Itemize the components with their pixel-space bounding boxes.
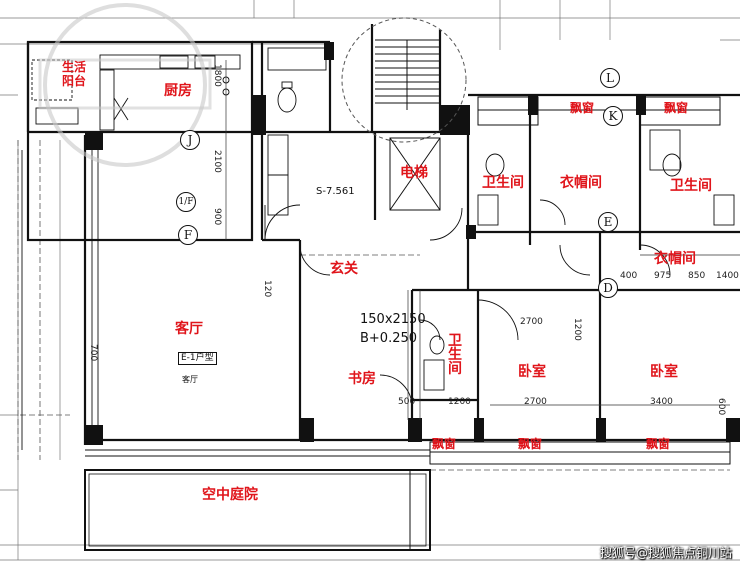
- dim-1400: 1400: [716, 271, 739, 281]
- dim-400: 400: [620, 271, 638, 281]
- dim-120: 120: [262, 280, 272, 298]
- garden-enclosure: [84, 449, 431, 551]
- room-label-bay-window-top-2: 飘窗: [664, 101, 689, 115]
- room-label-foyer: 玄关: [330, 261, 358, 277]
- structural-columns: [85, 42, 740, 445]
- door-swings: [264, 199, 671, 408]
- level-study: B+0.250: [360, 331, 418, 346]
- dimension-lines: [225, 60, 740, 420]
- room-label-bay-window-bottom-1: 飘窗: [432, 437, 457, 451]
- unit-code: E-1户型: [178, 352, 217, 365]
- grid-bubble-1f: 1/F: [176, 192, 196, 212]
- room-label-bay-window-bottom-3: 飘窗: [646, 437, 671, 451]
- dim-700: 700: [88, 344, 98, 362]
- room-label-bay-window-top-1: 飘窗: [570, 101, 595, 115]
- room-label-bay-window-bottom-2: 飘窗: [518, 437, 543, 451]
- room-label-bedroom-1: 卧室: [518, 364, 546, 380]
- living-small-label: 客厅: [182, 375, 198, 384]
- room-label-study: 书房: [348, 371, 376, 387]
- dim-1200-b: 1200: [448, 397, 471, 407]
- window-size-study: 150x2150: [360, 312, 426, 327]
- dim-850: 850: [688, 271, 706, 281]
- dim-900: 900: [212, 208, 222, 226]
- grid-bubble-e: E: [598, 212, 618, 232]
- room-label-elevator: 电梯: [400, 165, 428, 181]
- room-label-bathroom-2: 卫生间: [670, 178, 712, 194]
- room-label-bathroom-3: 卫生间: [448, 333, 462, 377]
- room-label-sky-garden: 空中庭院: [202, 487, 258, 503]
- room-label-bedroom-2: 卧室: [650, 364, 678, 380]
- dim-3400: 3400: [650, 397, 673, 407]
- dim-975: 975: [654, 271, 672, 281]
- stair-core: [341, 17, 467, 211]
- room-label-bathroom-1: 卫生间: [482, 175, 524, 191]
- grid-bubble-f: F: [178, 225, 198, 245]
- grid-bubble-k: K: [603, 106, 623, 126]
- room-label-living-room: 客厅: [175, 321, 203, 337]
- dim-1800: 1800: [212, 64, 222, 87]
- dim-1200-a: 1200: [572, 318, 582, 341]
- left-windows: [21, 150, 99, 450]
- room-label-closet-1: 衣帽间: [560, 175, 602, 191]
- watermark-logo: [38, 3, 212, 167]
- watermark-text: 搜狐号@搜狐焦点铜川站: [599, 546, 732, 560]
- dim-600: 600: [716, 398, 726, 416]
- bathroom-fixtures: [267, 47, 735, 391]
- dim-2700-a: 2700: [520, 317, 543, 327]
- dim-2100: 2100: [212, 150, 222, 173]
- level-hall: S-7.561: [316, 186, 355, 197]
- dim-2700-b: 2700: [524, 397, 547, 407]
- grid-bubble-j: J: [180, 130, 200, 150]
- room-label-closet-2: 衣帽间: [654, 251, 696, 267]
- main-walls: [26, 24, 740, 445]
- grid-bubble-l: L: [600, 68, 620, 88]
- grid-bubble-d: D: [598, 278, 618, 298]
- room-label-living-balcony: 生活 阳台: [62, 60, 87, 88]
- bay-windows: [429, 96, 731, 465]
- room-label-kitchen: 厨房: [164, 83, 192, 99]
- dim-500: 500: [398, 397, 416, 407]
